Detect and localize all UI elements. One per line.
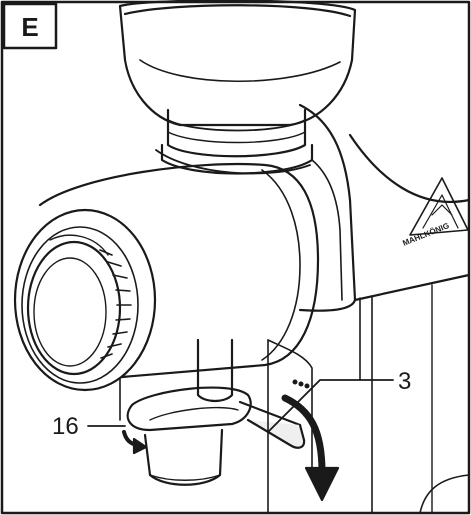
burr-chamber (38, 149, 320, 380)
grinder-housing (298, 103, 471, 514)
callout-number-16: 16 (52, 413, 79, 440)
brand-logo: MAHLKÖNIG (401, 177, 469, 248)
dosing-cup (143, 428, 224, 486)
grind-adjustment-knob[interactable] (13, 208, 157, 392)
small-rotate-arrow-icon (122, 430, 148, 455)
leader-line-3 (267, 379, 394, 433)
panel-label-badge: E (2, 2, 58, 50)
brand-text: MAHLKÖNIG (401, 221, 450, 248)
rotate-arrow-icon (281, 394, 340, 502)
hopper (118, 0, 357, 127)
spout (119, 338, 234, 421)
callout-number-3: 3 (398, 368, 411, 395)
side-panel (267, 339, 470, 514)
portafilter-holder-fork[interactable] (126, 386, 306, 449)
panel-label: E (21, 12, 38, 42)
